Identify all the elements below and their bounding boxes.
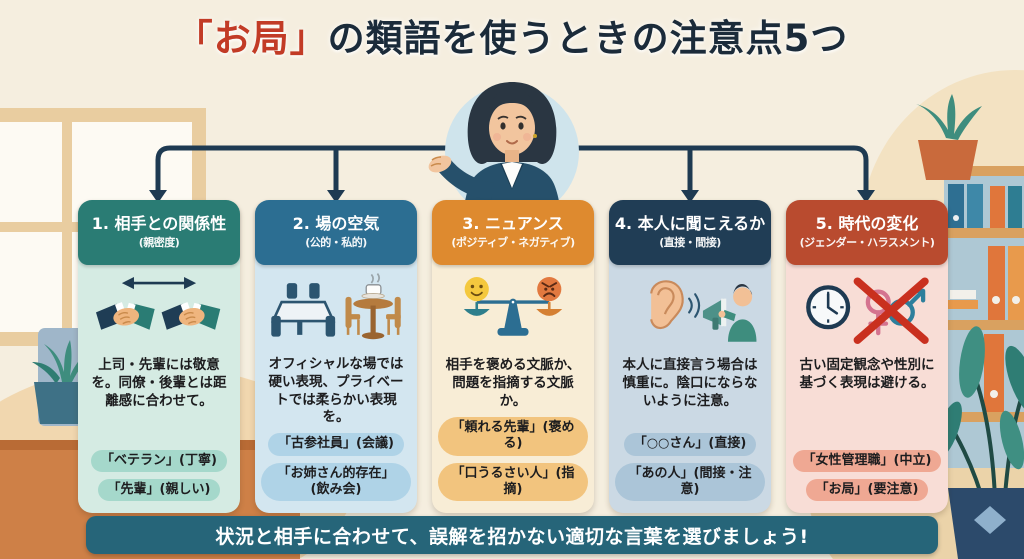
meeting-vs-cafe-icon [255,270,417,353]
caution-column-2: 2. 場の空気 (公的・私的) オフィシャルな場では硬い表現、プライベートでは柔… [255,200,417,513]
term-tag: 「頼れる先輩」(褒める) [438,417,588,456]
column-subtitle: (ポジティブ・ネガティブ) [451,235,575,249]
column-term-tags: 「頼れる先輩」(褒める) 「口うるさい人」(指摘) [432,411,594,513]
columns-row: 1. 相手との関係性 (親密度) 上司・先輩には敬意を。同僚・後輩とは距離感に合… [78,200,948,513]
caution-column-4: 4. 本人に聞こえるか (直接・間接) 本人に直接言う場合は慎重に。陰口にならな… [609,200,771,513]
caution-column-1: 1. 相手との関係性 (親密度) 上司・先輩には敬意を。同僚・後輩とは距離感に合… [78,200,240,513]
column-header: 5. 時代の変化 (ジェンダー・ハラスメント) [786,200,948,265]
column-description: 上司・先輩には敬意を。同僚・後輩とは距離感に合わせて。 [91,357,227,409]
column-title: 2. 場の空気 [292,214,380,234]
term-tag: 「○○さん」(直接) [623,433,757,456]
term-tag: 「ベテラン」(丁寧) [91,449,227,472]
footer-banner: 状況と相手に合わせて、誤解を招かない適切な言葉を選びましょう! [86,516,938,554]
column-term-tags: 「○○さん」(直接) 「あの人」(間接・注意) [609,427,771,513]
column-header: 3. ニュアンス (ポジティブ・ネガティブ) [432,200,594,265]
caution-column-5: 5. 時代の変化 (ジェンダー・ハラスメント) 古い固定観念や性別に基づく表現は… [786,200,948,513]
column-description: 本人に直接言う場合は慎重に。陰口にならないように注意。 [622,357,758,409]
term-tag: 「古参社員」(会議) [268,433,404,456]
title-highlight: 「お局」 [175,17,328,60]
column-description: 相手を褒める文脈か、問題を指摘する文脈か。 [445,357,581,409]
term-tag: 「口うるさい人」(指摘) [438,462,588,501]
column-term-tags: 「古参社員」(会議) 「お姉さん的存在」(飲み会) [255,427,417,513]
clock-no-gender-icon [786,270,948,354]
column-subtitle: (直接・間接) [659,235,721,249]
column-term-tags: 「ベテラン」(丁寧) 「先輩」(親しい) [78,444,240,514]
ear-megaphone-icon [609,270,771,354]
column-title: 3. ニュアンス [462,214,564,234]
desk-plant-graphic [32,340,92,424]
handshakes-arrow-icon [78,270,240,354]
column-subtitle: (ジェンダー・ハラスメント) [799,235,935,249]
column-header: 4. 本人に聞こえるか (直接・間接) [609,200,771,265]
column-title: 5. 時代の変化 [815,214,919,234]
caution-column-3: 3. ニュアンス (ポジティブ・ネガティブ) 相手を褒める文脈か、問題を指摘する… [432,200,594,513]
page-title: 「お局」の類語を使うときの注意点5つ [0,8,1024,62]
title-rest: の類語を使うときの注意点5つ [327,17,849,60]
column-title: 1. 相手との関係性 [91,214,227,234]
term-tag: 「先輩」(親しい) [97,478,221,501]
column-term-tags: 「女性管理職」(中立) 「お局」(要注意) [786,444,948,514]
term-tag: 「女性管理職」(中立) [792,449,942,472]
term-tag: 「あの人」(間接・注意) [615,462,765,501]
column-title: 4. 本人に聞こえるか [614,214,766,234]
column-header: 1. 相手との関係性 (親密度) [78,200,240,265]
term-tag: 「お局」(要注意) [805,478,929,501]
column-description: オフィシャルな場では硬い表現、プライベートでは柔らかい表現を。 [268,356,404,426]
footer-text: 状況と相手に合わせて、誤解を招かない適切な言葉を選びましょう! [215,525,809,548]
balance-scale-icon [432,270,594,354]
column-header: 2. 場の空気 (公的・私的) [255,200,417,265]
column-subtitle: (公的・私的) [305,235,367,249]
column-description: 古い固定観念や性別に基づく表現は避ける。 [799,357,935,391]
column-subtitle: (親密度) [138,235,180,249]
term-tag: 「お姉さん的存在」(飲み会) [261,462,411,501]
shelf-plant-graphic [916,94,982,180]
